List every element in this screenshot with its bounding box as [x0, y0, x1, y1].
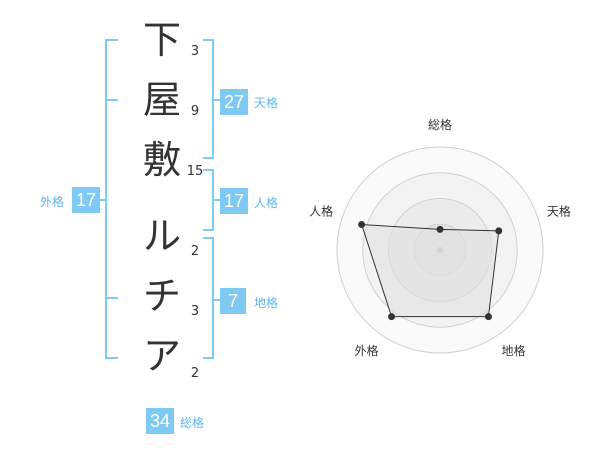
stroke-count-4: 2 — [190, 244, 200, 259]
gaikaku-value: 17 — [72, 187, 100, 213]
radar-axis-label-1: 総格 — [428, 117, 452, 132]
radar-axis-label-3: 地格 — [501, 343, 525, 358]
tenkaku-value: 27 — [220, 89, 248, 115]
stroke-count-1: 3 — [190, 44, 200, 59]
tenkaku-label: 天格 — [254, 96, 279, 110]
radar-polygon — [360, 223, 500, 318]
jinkaku-value: 17 — [220, 188, 248, 214]
chikaku-value: 7 — [220, 288, 246, 314]
name-char-1: 下 — [142, 18, 181, 62]
stroke-count-5: 3 — [190, 304, 200, 319]
radar-axis-label-5: 人格 — [309, 203, 333, 218]
soukaku-value: 34 — [146, 408, 174, 434]
soukaku-label: 総格 — [180, 416, 205, 430]
radar-point-1 — [436, 225, 444, 233]
name-char-6: ア — [142, 334, 181, 378]
chikaku-label: 地格 — [254, 296, 279, 310]
jinkaku-label: 人格 — [254, 196, 279, 210]
radar-point-3 — [484, 313, 492, 321]
radar-point-2 — [495, 227, 503, 235]
radar-axis-label-4: 外格 — [355, 343, 379, 358]
radar-point-5 — [358, 221, 366, 229]
gaikaku-label: 外格 — [40, 195, 65, 209]
radar-axis-label-2: 天格 — [547, 203, 571, 218]
stroke-count-2: 9 — [190, 104, 200, 119]
stroke-count-3: 15 — [186, 164, 204, 179]
name-char-5: チ — [142, 274, 181, 318]
radar-point-4 — [388, 313, 396, 321]
name-char-4: ル — [142, 214, 181, 258]
name-char-3: 敷 — [142, 138, 181, 182]
name-char-2: 屋 — [142, 78, 181, 122]
stroke-count-6: 2 — [190, 366, 200, 381]
